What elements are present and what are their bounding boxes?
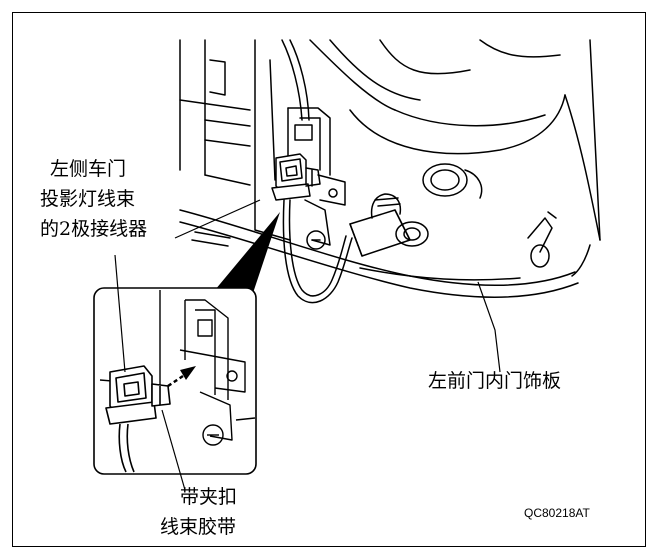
- inset-view: [93, 254, 257, 491]
- courtesy-lamp: [349, 193, 429, 257]
- inset-connector: [105, 365, 171, 425]
- connector-label-line3: 的2极接线器: [40, 218, 148, 240]
- harness-loop: [282, 199, 353, 304]
- zoom-wedge: [205, 212, 280, 302]
- clip-label-line1: 带夹扣: [180, 486, 238, 508]
- leader-lines: [174, 199, 501, 373]
- connector-2pin: [271, 153, 321, 201]
- connector-label-line2: 投影灯线束: [40, 188, 136, 210]
- figure-code: QC80218AT: [524, 506, 590, 520]
- door-inner-frame: [179, 39, 291, 241]
- connector-label-line1: 左侧车门: [50, 158, 127, 180]
- bracket: [287, 107, 346, 250]
- clip-label-line2: 线束胶带: [160, 516, 237, 538]
- harness-upper: [281, 39, 310, 121]
- door-trim-panel: [179, 39, 601, 298]
- insert-arrow: [167, 366, 196, 388]
- trim-panel-label: 左前门内门饰板: [428, 370, 562, 392]
